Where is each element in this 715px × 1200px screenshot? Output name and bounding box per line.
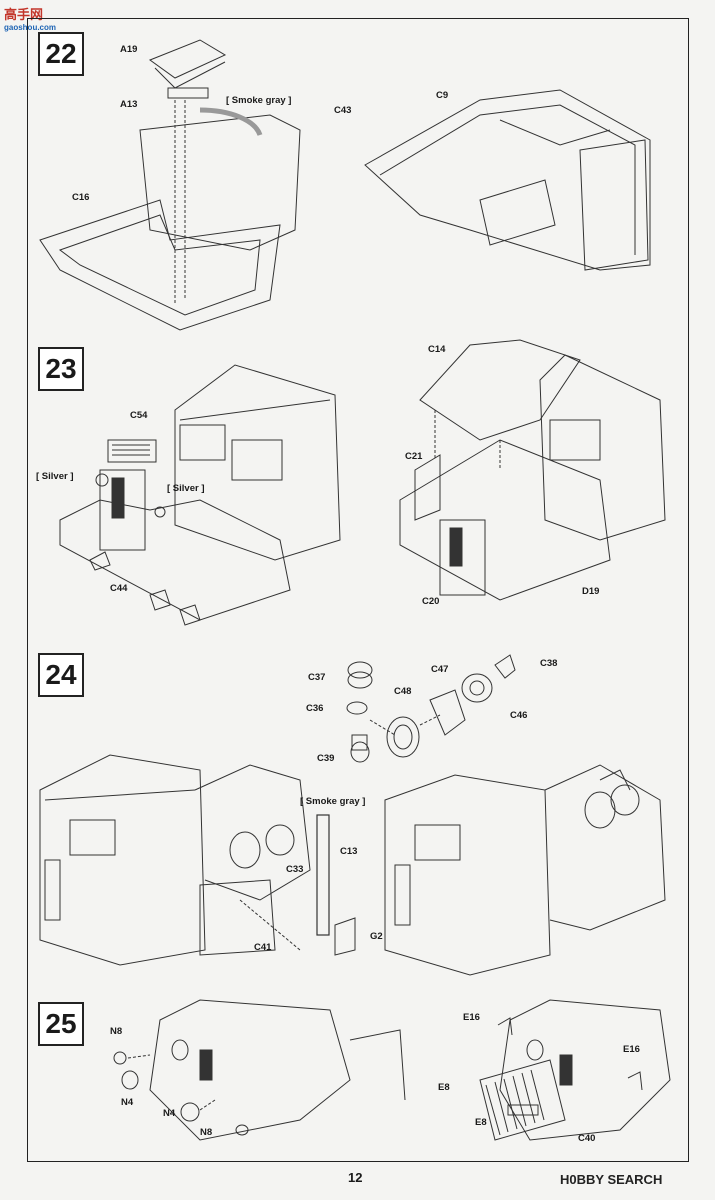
- step23-left-drawing: [59, 364, 341, 626]
- step-number-22: 22: [38, 32, 84, 76]
- paint-callout: [ Silver ]: [36, 471, 74, 482]
- part-label: N8: [200, 1127, 213, 1138]
- part-label: A19: [120, 44, 138, 55]
- step24-exploded-parts: [346, 654, 516, 763]
- part-label: E8: [438, 1082, 450, 1093]
- part-label: C38: [540, 658, 558, 669]
- part-label: C21: [405, 451, 423, 462]
- part-label: C37: [308, 672, 326, 683]
- paint-callout: [ Silver ]: [167, 483, 205, 494]
- footer-logo: H0BBY SEARCH: [560, 1172, 663, 1187]
- step-number-24: 24: [38, 653, 84, 697]
- step24-left-drawing: [39, 754, 356, 966]
- step-number-25: 25: [38, 1002, 84, 1046]
- part-label: C39: [317, 753, 335, 764]
- part-label: C43: [334, 105, 352, 116]
- step24-right-drawing: [384, 764, 666, 976]
- step25-left-drawing: [113, 999, 406, 1141]
- part-label: N4: [121, 1097, 134, 1108]
- part-label: C13: [340, 846, 358, 857]
- page-number: 12: [348, 1170, 363, 1185]
- paint-callout: [ Smoke gray ]: [226, 95, 292, 106]
- part-label: C47: [431, 664, 449, 675]
- paint-callout: [ Smoke gray ]: [300, 796, 366, 807]
- part-label: C20: [422, 596, 440, 607]
- watermark-domain: gaoshou.com: [4, 23, 57, 32]
- part-label: C41: [254, 942, 272, 953]
- step-number-23: 23: [38, 347, 84, 391]
- part-label: N8: [110, 1026, 123, 1037]
- part-label: C16: [72, 192, 90, 203]
- part-label: E16: [623, 1044, 640, 1055]
- step23-right-drawing: [399, 339, 666, 601]
- part-label: N4: [163, 1108, 176, 1119]
- part-label: C36: [306, 703, 324, 714]
- part-label: C46: [510, 710, 528, 721]
- step22-right-drawing: [364, 89, 651, 271]
- step22-left-drawing: [39, 39, 301, 331]
- part-label: E16: [463, 1012, 480, 1023]
- part-label: C54: [130, 410, 148, 421]
- part-label: G2: [370, 931, 383, 942]
- part-label: C9: [436, 90, 449, 101]
- part-label: D19: [582, 586, 600, 597]
- part-label: C33: [286, 864, 304, 875]
- part-label: C14: [428, 344, 446, 355]
- part-label: C48: [394, 686, 412, 697]
- part-label: C40: [578, 1133, 596, 1144]
- step25-right-drawing: [479, 999, 671, 1141]
- part-label: C44: [110, 583, 128, 594]
- instruction-frame: [27, 18, 689, 1162]
- part-label: A13: [120, 99, 138, 110]
- part-label: E8: [475, 1117, 487, 1128]
